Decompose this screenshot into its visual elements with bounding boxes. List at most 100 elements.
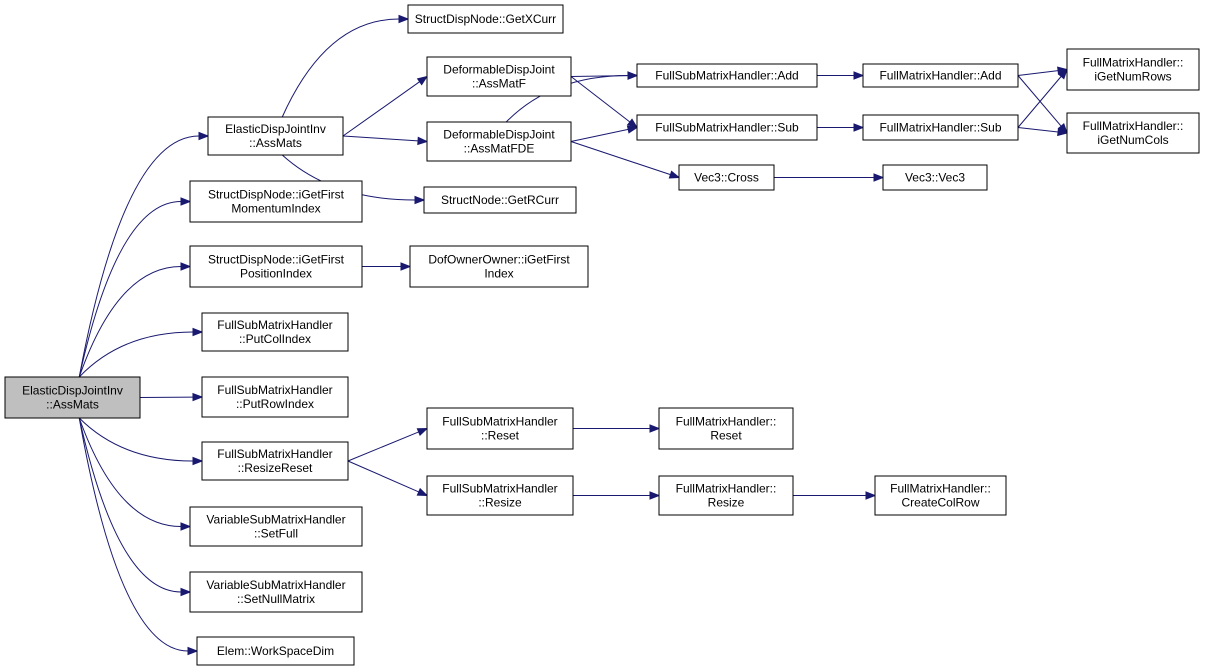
- node-fmsub[interactable]: FullMatrixHandler::Sub: [862, 114, 1019, 141]
- node-fmresize[interactable]: FullMatrixHandler::Resize: [658, 475, 794, 516]
- call-edge-root-to-momentum: [78, 197, 192, 378]
- node-root[interactable]: ElasticDispJointInv::AssMats: [4, 376, 141, 419]
- edge-arrowhead: [853, 123, 865, 132]
- node-box: [678, 164, 775, 191]
- node-label: ::Reset: [481, 429, 520, 443]
- node-putcol[interactable]: FullSubMatrixHandler::PutColIndex: [201, 312, 349, 352]
- node-putrow[interactable]: FullSubMatrixHandler::PutRowIndex: [201, 376, 349, 418]
- node-label: Index: [484, 267, 513, 281]
- node-label: StructDispNode::iGetFirst: [208, 188, 345, 202]
- node-getxcurr[interactable]: StructDispNode::GetXCurr: [407, 4, 564, 34]
- node-workspace[interactable]: Elem::WorkSpaceDim: [196, 636, 355, 666]
- node-box: [426, 475, 574, 516]
- node-label: ::PutRowIndex: [236, 397, 314, 411]
- node-fsreset[interactable]: FullSubMatrixHandler::Reset: [426, 407, 574, 450]
- edge-line: [1017, 127, 1059, 133]
- node-assmats2[interactable]: ElasticDispJointInv::AssMats: [207, 116, 344, 156]
- node-resizereset[interactable]: FullSubMatrixHandler::ResizeReset: [201, 441, 349, 481]
- node-box: [189, 245, 363, 288]
- edge-arrowhead: [192, 392, 204, 402]
- node-fssub[interactable]: FullSubMatrixHandler::Sub: [636, 114, 818, 141]
- edge-line: [78, 201, 182, 378]
- node-box: [1066, 48, 1200, 91]
- node-cross[interactable]: Vec3::Cross: [678, 164, 775, 191]
- node-label: ElasticDispJointInv: [22, 384, 123, 398]
- edge-arrowhead: [198, 131, 210, 141]
- node-label: ::SetNullMatrix: [237, 592, 315, 606]
- edge-arrowhead: [668, 170, 681, 179]
- call-edge-root-to-assmats2: [78, 131, 210, 378]
- edge-arrowhead: [416, 75, 429, 86]
- node-getrcurr[interactable]: StructNode::GetRCurr: [423, 186, 577, 214]
- node-vec3[interactable]: Vec3::Vec3: [882, 164, 988, 191]
- node-fmadd[interactable]: FullMatrixHandler::Add: [862, 63, 1019, 88]
- node-label: Vec3::Cross: [694, 171, 759, 185]
- edge-arrowhead: [853, 71, 865, 80]
- node-box: [426, 407, 574, 450]
- edge-line: [78, 417, 182, 593]
- node-setnull[interactable]: VariableSubMatrixHandler::SetNullMatrix: [189, 571, 363, 613]
- edge-arrowhead: [417, 136, 429, 146]
- node-label: Resize: [708, 496, 745, 510]
- node-createcolrow[interactable]: FullMatrixHandler::CreateColRow: [874, 475, 1007, 516]
- node-box: [407, 4, 564, 34]
- node-numcols[interactable]: FullMatrixHandler::iGetNumCols: [1066, 112, 1200, 154]
- node-label: DeformableDispJoint: [443, 63, 555, 77]
- edge-line: [78, 266, 182, 378]
- edge-arrowhead: [1057, 68, 1068, 80]
- edge-arrowhead: [192, 456, 204, 466]
- call-edge-position-to-dofowner: [362, 262, 412, 271]
- edge-line: [78, 135, 200, 378]
- edge-line: [570, 128, 629, 142]
- call-edge-root-to-workspace: [78, 417, 199, 656]
- node-fsadd[interactable]: FullSubMatrixHandler::Add: [636, 63, 818, 88]
- node-label: iGetNumCols: [1097, 133, 1168, 147]
- call-edge-root-to-putcol: [78, 327, 204, 378]
- node-label: FullMatrixHandler::Sub: [879, 121, 1001, 135]
- node-label: ::AssMatF: [472, 77, 526, 91]
- edge-line: [78, 331, 194, 378]
- edge-arrowhead: [400, 262, 412, 271]
- node-label: ::PutColIndex: [239, 332, 311, 346]
- node-assmatf[interactable]: DeformableDispJoint::AssMatF: [426, 56, 572, 97]
- call-edge-root-to-putrow: [139, 392, 204, 402]
- node-box: [189, 506, 363, 547]
- edge-arrowhead: [873, 173, 885, 182]
- call-edge-fssub-to-fmsub: [817, 123, 865, 132]
- call-edge-resizereset-to-fsresize: [347, 460, 429, 497]
- node-label: StructDispNode::GetXCurr: [415, 12, 556, 26]
- node-label: ::AssMatFDE: [464, 142, 535, 156]
- call-edge-assmats2-to-assmatf: [342, 75, 429, 137]
- node-numrows[interactable]: FullMatrixHandler::iGetNumRows: [1066, 48, 1200, 91]
- edge-arrowhead: [627, 71, 639, 80]
- node-label: ::SetFull: [254, 527, 298, 541]
- node-box: [862, 114, 1019, 141]
- node-assmatfde[interactable]: DeformableDispJoint::AssMatFDE: [426, 121, 572, 162]
- edge-arrowhead: [180, 197, 192, 206]
- edge-arrowhead: [187, 646, 199, 656]
- node-box: [658, 407, 794, 450]
- node-label: FullSubMatrixHandler: [217, 447, 332, 461]
- node-setfull[interactable]: VariableSubMatrixHandler::SetFull: [189, 506, 363, 547]
- node-box: [882, 164, 988, 191]
- node-label: CreateColRow: [901, 496, 979, 510]
- call-edge-assmatfde-to-cross: [570, 141, 681, 179]
- node-label: FullMatrixHandler::: [676, 415, 777, 429]
- node-box: [423, 186, 577, 214]
- node-fsresize[interactable]: FullSubMatrixHandler::Resize: [426, 475, 574, 516]
- call-edge-fsresize-to-fmresize: [573, 491, 661, 500]
- edge-arrowhead: [414, 195, 426, 205]
- edge-line: [78, 417, 194, 462]
- node-box: [4, 376, 141, 419]
- edge-line: [78, 417, 182, 527]
- call-edge-root-to-setnull: [78, 417, 192, 597]
- node-label: DofOwnerOwner::iGetFirst: [428, 253, 570, 267]
- node-fmreset[interactable]: FullMatrixHandler::Reset: [658, 407, 794, 450]
- node-box: [874, 475, 1007, 516]
- edge-line: [342, 135, 419, 142]
- node-label: StructDispNode::iGetFirst: [208, 253, 345, 267]
